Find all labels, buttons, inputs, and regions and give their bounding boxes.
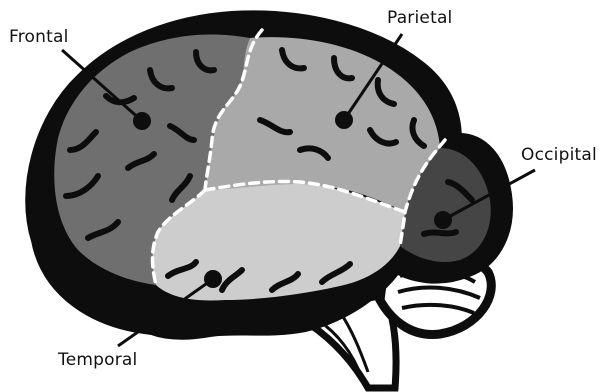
occipital-marker-dot <box>434 211 452 229</box>
occipital-label: Occipital <box>521 145 597 165</box>
parietal-label: Parietal <box>387 8 452 28</box>
parietal-marker-dot <box>335 111 353 129</box>
frontal-marker-dot <box>133 112 151 130</box>
temporal-marker-dot <box>204 270 222 288</box>
temporal-label: Temporal <box>58 350 137 370</box>
frontal-label: Frontal <box>9 27 69 47</box>
